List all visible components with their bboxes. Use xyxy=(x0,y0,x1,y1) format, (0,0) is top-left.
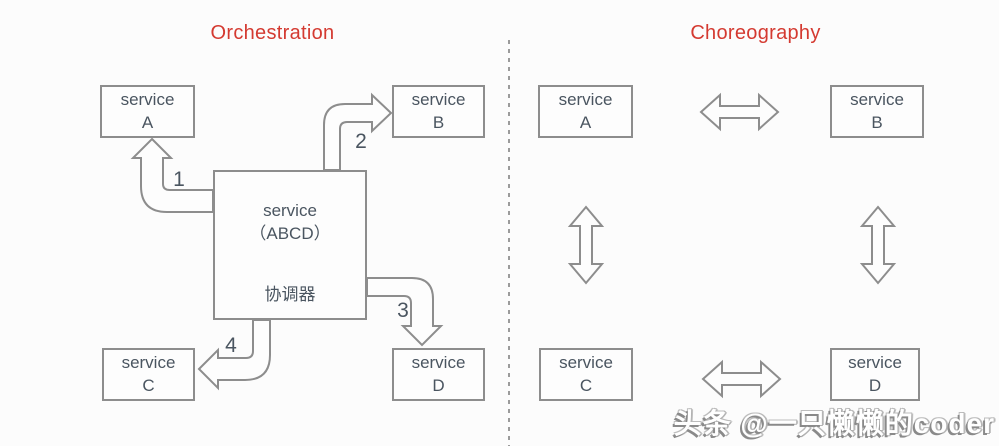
service-name: service xyxy=(558,90,613,110)
coordinator-group: （ABCD） xyxy=(249,223,331,243)
orchestration-title: Orchestration xyxy=(210,22,335,44)
chor-service-a-box: service A xyxy=(538,85,633,138)
step-2-label: 2 xyxy=(355,130,367,153)
double-arrow-b-d xyxy=(859,205,897,285)
service-name: service xyxy=(120,90,175,110)
double-arrow-a-b xyxy=(699,92,780,132)
service-name: service xyxy=(411,353,466,373)
coordinator-role: 协调器 xyxy=(264,285,316,305)
service-letter: B xyxy=(871,112,883,132)
orch-service-d-box: service D xyxy=(392,348,485,401)
service-letter: D xyxy=(432,375,445,395)
double-arrow-c-d xyxy=(701,359,782,399)
service-name: service xyxy=(850,90,904,110)
service-letter: C xyxy=(142,375,155,395)
step-1-label: 1 xyxy=(173,168,185,191)
choreography-title: Choreography xyxy=(690,22,821,44)
watermark-text: 头条 @一只懒懒的coder xyxy=(673,408,995,439)
step-3-label: 3 xyxy=(397,299,409,322)
service-name: service xyxy=(559,353,613,373)
orch-service-c-box: service C xyxy=(102,348,195,401)
service-name: service xyxy=(848,353,902,373)
service-letter: A xyxy=(141,112,154,132)
service-letter: C xyxy=(579,375,593,395)
service-letter: D xyxy=(868,375,882,395)
coordinator-box: service （ABCD） 协调器 xyxy=(213,170,367,320)
chor-service-d-box: service D xyxy=(830,348,920,401)
chor-service-c-box: service C xyxy=(539,348,633,401)
coordinator-name: service xyxy=(263,201,317,220)
step-4-label: 4 xyxy=(225,334,237,357)
orch-service-a-box: service A xyxy=(100,85,195,138)
service-letter: A xyxy=(579,112,592,132)
service-name: service xyxy=(121,353,176,373)
service-name: service xyxy=(411,90,466,110)
double-arrow-a-c xyxy=(567,205,605,285)
chor-service-b-box: service B xyxy=(830,85,924,138)
service-letter: B xyxy=(432,112,445,132)
orch-service-b-box: service B xyxy=(392,85,485,138)
